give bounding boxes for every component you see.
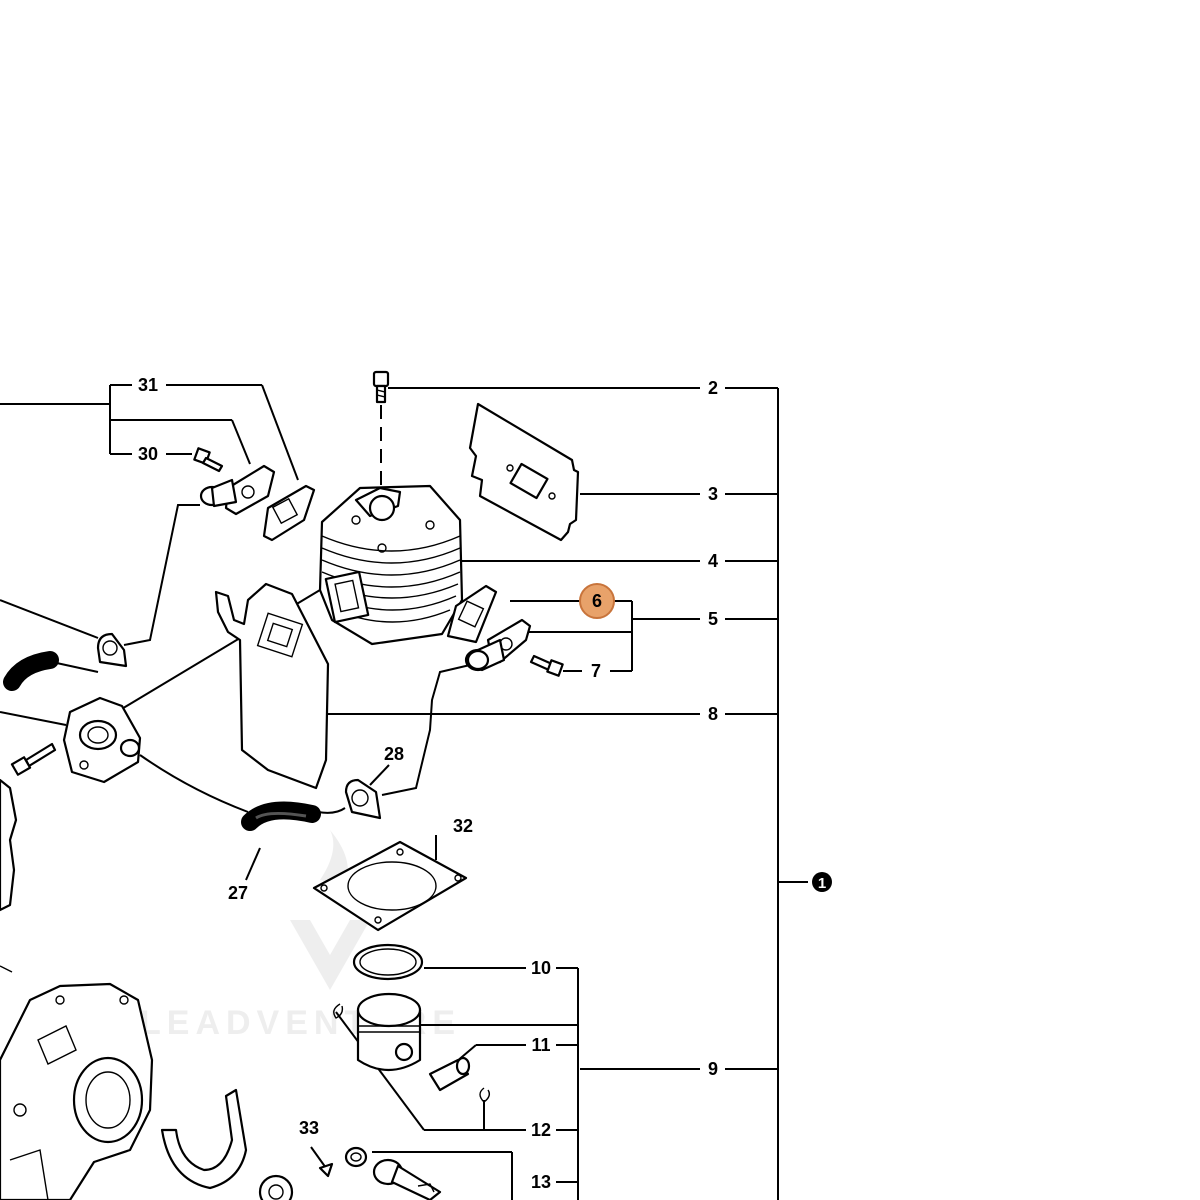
callout-31[interactable]: 31 bbox=[138, 375, 158, 395]
screw-part-2 bbox=[372, 370, 390, 404]
callout-10[interactable]: 10 bbox=[531, 958, 551, 978]
group-marker-1[interactable]: 1 bbox=[812, 872, 832, 892]
crankcase-gasket-part bbox=[160, 1088, 248, 1190]
bearing-part-13 bbox=[344, 1146, 368, 1168]
gasket-part-left-edge bbox=[0, 778, 18, 912]
screw-part-7 bbox=[529, 654, 564, 677]
piston-pin-part-11 bbox=[428, 1056, 471, 1092]
piston-ring-part-10 bbox=[352, 943, 424, 981]
hose-part-27 bbox=[241, 801, 321, 831]
callout-12[interactable]: 12 bbox=[531, 1120, 551, 1140]
connecting-rod-part bbox=[372, 1158, 442, 1200]
leader-lines bbox=[0, 384, 808, 1200]
screw-part-30 bbox=[193, 447, 224, 473]
callout-2[interactable]: 2 bbox=[708, 378, 718, 398]
callout-32[interactable]: 32 bbox=[453, 816, 473, 836]
cylinder-part-4 bbox=[318, 484, 464, 646]
callout-3[interactable]: 3 bbox=[708, 484, 718, 504]
callout-6[interactable]: 6 bbox=[592, 591, 602, 611]
seal-ring-part bbox=[258, 1174, 294, 1200]
seal-part-28 bbox=[344, 778, 382, 820]
callout-13[interactable]: 13 bbox=[531, 1172, 551, 1192]
crankcase-part bbox=[0, 982, 154, 1200]
seal-part-left bbox=[96, 632, 128, 668]
carburetor-housing-part bbox=[62, 696, 142, 784]
callout-5[interactable]: 5 bbox=[708, 609, 718, 629]
hose-part-left bbox=[3, 651, 59, 691]
gasket-part-5 bbox=[446, 584, 498, 644]
circlip-part-12a bbox=[333, 1003, 344, 1019]
gasket-part-31 bbox=[262, 484, 316, 542]
gasket-part-3 bbox=[468, 402, 580, 542]
intake-flange-part-31 bbox=[199, 464, 276, 516]
callout-27[interactable]: 27 bbox=[228, 883, 248, 903]
screw-part-left bbox=[10, 742, 57, 776]
callout-6-highlight[interactable]: 6 bbox=[579, 583, 615, 619]
piston-part bbox=[356, 992, 422, 1071]
callout-33[interactable]: 33 bbox=[299, 1118, 319, 1138]
callout-labels: 2 3 4 5 7 8 9 10 11 12 13 27 28 30 31 32… bbox=[138, 375, 832, 1192]
circlip-part-12b bbox=[479, 1087, 491, 1103]
screw-part-edge bbox=[0, 965, 13, 973]
gasket-part-8 bbox=[214, 582, 330, 790]
callout-4[interactable]: 4 bbox=[708, 551, 718, 571]
intake-flange-part bbox=[464, 618, 532, 672]
key-part-33 bbox=[318, 1162, 334, 1178]
callout-30[interactable]: 30 bbox=[138, 444, 158, 464]
callout-9[interactable]: 9 bbox=[708, 1059, 718, 1079]
callout-11[interactable]: 11 bbox=[531, 1035, 550, 1055]
gasket-part-32 bbox=[312, 840, 468, 932]
group-marker-label: 1 bbox=[818, 875, 826, 892]
callout-28[interactable]: 28 bbox=[384, 744, 404, 764]
callout-7[interactable]: 7 bbox=[591, 661, 601, 681]
callout-8[interactable]: 8 bbox=[708, 704, 718, 724]
